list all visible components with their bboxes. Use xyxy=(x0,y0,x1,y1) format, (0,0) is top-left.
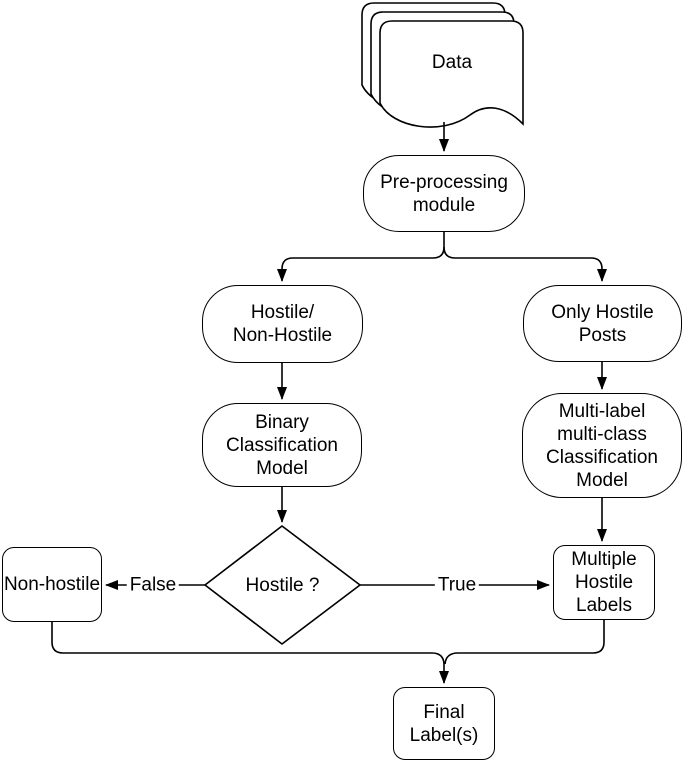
edge-split-left xyxy=(277,232,445,282)
node-label-line: Multiple xyxy=(571,549,637,570)
node-label-line: Hostile xyxy=(574,572,634,593)
node-label-line: Classification xyxy=(226,434,338,456)
node-label-line: Final xyxy=(423,701,465,723)
node-label-line: multi-class xyxy=(557,423,647,445)
node-preprocessing: Pre-processing module xyxy=(363,155,525,232)
node-label-line: Label(s) xyxy=(409,724,479,746)
node-label-line: Hostile/ xyxy=(250,302,315,323)
edge-label-false: False xyxy=(126,574,180,596)
node-label-line: Classification xyxy=(546,446,658,468)
decision-diamond-shape xyxy=(204,525,361,645)
node-label-line: Only Hostile xyxy=(551,301,654,323)
node-label-line: Posts xyxy=(578,324,627,346)
node-multilabel-model: Multi-label multi-class Classification M… xyxy=(522,393,682,498)
node-label-line: Non-hostile xyxy=(3,574,101,595)
node-data-label: Data xyxy=(431,51,473,73)
edge-non-hostile-to-final xyxy=(51,622,449,684)
node-decision-label: Hostile ? xyxy=(245,574,320,596)
node-label-line: Multi-label xyxy=(558,400,646,422)
node-hostile-split: Hostile/ Non-Hostile xyxy=(202,285,363,363)
node-final-labels: Final Label(s) xyxy=(393,687,495,760)
node-label-line: Model xyxy=(256,457,308,479)
edge-split-right xyxy=(443,246,607,282)
node-multiple-labels: Multiple Hostile Labels xyxy=(553,545,655,620)
node-label-line: Binary xyxy=(255,411,309,433)
node-label-line: module xyxy=(412,194,476,216)
node-label-line: Model xyxy=(576,469,628,491)
node-binary-model: Binary Classification Model xyxy=(202,403,362,487)
edge-multiple-labels-to-final xyxy=(444,620,605,665)
multi-document-shape xyxy=(361,2,524,128)
node-only-hostile: Only Hostile Posts xyxy=(523,285,682,362)
node-label-line: Labels xyxy=(576,595,632,616)
node-label-line: Non-Hostile xyxy=(232,325,333,346)
node-non-hostile: Non-hostile xyxy=(2,547,102,622)
node-label-line: Pre-processing xyxy=(380,171,508,193)
edge-label-true: True xyxy=(434,574,480,596)
